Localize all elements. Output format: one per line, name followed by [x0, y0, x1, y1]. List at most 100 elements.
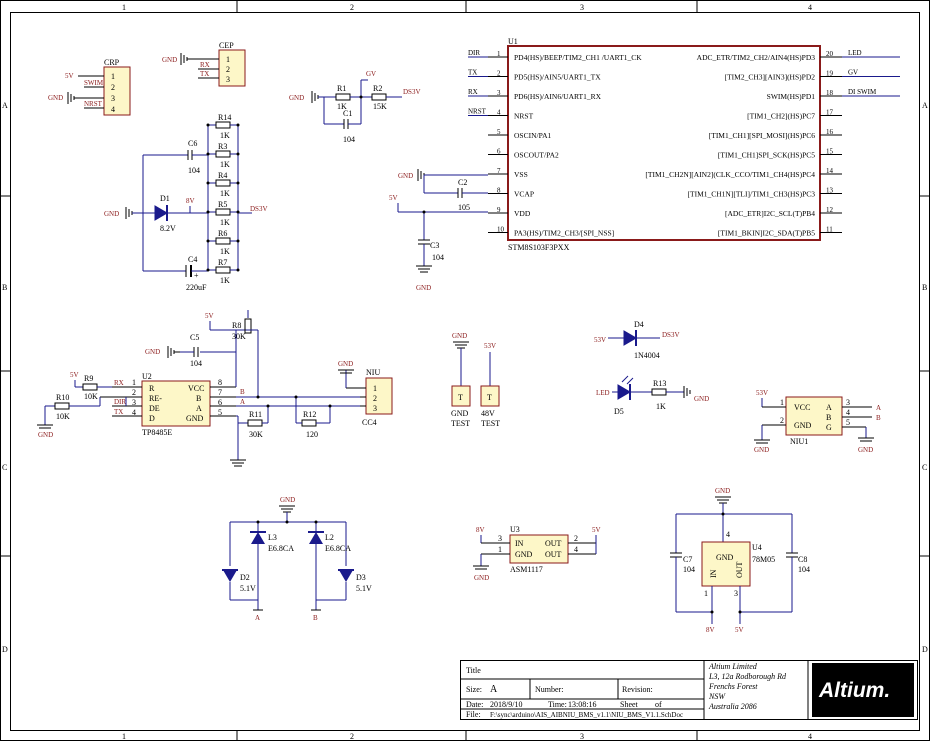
svg-text:GND: GND: [716, 553, 734, 562]
svg-text:53V: 53V: [484, 342, 496, 350]
svg-text:3: 3: [373, 404, 377, 413]
u1-pin-12[interactable]: 12[ADC_ETR]I2C_SCL(T)PB4: [725, 206, 842, 218]
svg-text:GND: GND: [416, 284, 431, 292]
cep-connector[interactable]: CEP 1 2 3 GND RX TX: [162, 41, 246, 87]
resistor-ladder[interactable]: C6 104 GND D1 8.2V 8V + C4 220uF DS3V: [104, 125, 268, 292]
niu1-connector[interactable]: NIU1 VCC GND A B G 53V GND 1 2 3 4 5 A B…: [754, 389, 881, 454]
u1-pin-13[interactable]: 13[TIM1_CH1N][TLI]/TIM1_CH3(HS)PC3: [688, 187, 843, 199]
col-label-2-bottom: 2: [350, 732, 354, 741]
resistor-value: 1K: [220, 131, 230, 140]
svg-text:A: A: [196, 404, 202, 413]
u1-pin-net: TX: [468, 69, 477, 77]
svg-text:OUT: OUT: [735, 561, 744, 578]
u1-pin-15[interactable]: 15[TIM1_CH1]SPI_SCK(HS)PC5: [718, 148, 842, 160]
svg-text:5.1V: 5.1V: [356, 584, 372, 593]
svg-text:TEST: TEST: [451, 419, 470, 428]
svg-text:B: B: [240, 388, 245, 396]
svg-text:DE: DE: [149, 404, 160, 413]
svg-text:3: 3: [734, 589, 738, 598]
niu-connector[interactable]: NIU CC4 1 2 3 GND: [338, 360, 393, 427]
svg-text:E6.8CA: E6.8CA: [268, 544, 294, 553]
u1-power-network[interactable]: GND C2 105 5V C3 104 GND: [389, 169, 488, 292]
u1-pin-number: 7: [497, 167, 501, 175]
svg-text:3: 3: [132, 398, 136, 407]
svg-text:2: 2: [780, 416, 784, 425]
u2-rs485[interactable]: U2 TP8485E R RE- DE D VCC B A GND 1 2 3 …: [37, 310, 360, 467]
u3-ldo[interactable]: U3 ASM1117 IN GND OUT OUT 3 1 2 4 8V GND…: [473, 525, 601, 582]
svg-text:30K: 30K: [249, 430, 263, 439]
svg-text:R12: R12: [303, 410, 316, 419]
svg-text:5.1V: 5.1V: [240, 584, 256, 593]
svg-text:B: B: [826, 413, 831, 422]
svg-text:T: T: [487, 393, 492, 402]
row-label-b: B: [2, 283, 7, 292]
file-label: File:: [466, 710, 481, 719]
u1-pin-number: 10: [497, 226, 505, 234]
gnd-test-point[interactable]: GND T GND TEST: [451, 332, 471, 428]
u1-pin-11[interactable]: 11[TIM1_BKIN]I2C_SDA(T)PB5: [718, 226, 842, 238]
svg-text:1: 1: [373, 384, 377, 393]
time-value: 13:08:16: [568, 700, 596, 709]
svg-text:104: 104: [188, 166, 200, 175]
u1-pin-number: 17: [826, 109, 834, 117]
svg-text:B: B: [876, 414, 881, 422]
u1-pin-name: [TIM1_CH2](HS)PC7: [747, 112, 815, 121]
u1-mcu[interactable]: U1 STM8S103F3PXX: [507, 37, 821, 252]
svg-text:A: A: [826, 403, 832, 412]
svg-text:2: 2: [111, 83, 115, 92]
col-label-4-bottom: 4: [808, 732, 812, 741]
svg-text:VCC: VCC: [188, 384, 204, 393]
u1-pin-14[interactable]: 14[TIM1_CH2N][AIN2](CLK_CCO/TIM1_CH4(HS)…: [645, 167, 842, 179]
resistor-ref: R5: [218, 200, 227, 209]
crp-connector[interactable]: CRP 1 2 3 4 5V SWIM GND NRST: [48, 58, 131, 116]
svg-text:104: 104: [798, 565, 810, 574]
svg-text:OUT: OUT: [545, 539, 562, 548]
row-label-a-right: A: [922, 101, 928, 110]
u1-pin-number: 5: [497, 128, 501, 136]
svg-text:R2: R2: [373, 84, 382, 93]
tvs-protection[interactable]: GND L3 E6.8CA L2 E6.8CA D2 5.1V D3 5.1V: [222, 496, 372, 622]
u4-regulator[interactable]: GND U4 78M05 GND IN OUT 4 1 3 8V 5V C7 1…: [670, 487, 810, 634]
svg-text:U2: U2: [142, 372, 152, 381]
r1-r2-divider[interactable]: GND R1 1K R2 15K DS3V GV C1 104: [289, 70, 421, 144]
row-label-b-right: B: [922, 283, 927, 292]
u1-pin-16[interactable]: 16[TIM1_CH1][SPI_MOSI](HS)PC6: [709, 128, 842, 140]
date-value: 2018/9/10: [490, 700, 522, 709]
svg-text:8: 8: [218, 378, 222, 387]
company-line-1: Altium Limited: [708, 662, 758, 671]
u1-pin-name: SWIM(HS)PD1: [767, 92, 816, 101]
u1-pin-17[interactable]: 17 [TIM1_CH2](HS)PC7: [747, 109, 842, 121]
d4-diode[interactable]: 53V DS3V D4 1N4004: [594, 320, 680, 360]
48v-test-point[interactable]: 53V T 48V TEST: [480, 342, 500, 428]
resistor-ref: R6: [218, 229, 227, 238]
svg-text:4: 4: [726, 530, 730, 539]
svg-text:220uF: 220uF: [186, 283, 207, 292]
d5-led[interactable]: LED D5 R13 1K GND: [596, 375, 709, 416]
svg-text:RX: RX: [200, 61, 210, 69]
svg-text:TP8485E: TP8485E: [142, 428, 172, 437]
date-label: Date:: [466, 700, 483, 709]
svg-text:CC4: CC4: [362, 418, 377, 427]
svg-text:DS3V: DS3V: [250, 205, 268, 213]
svg-text:R8: R8: [232, 321, 241, 330]
row-label-d-right: D: [922, 645, 928, 654]
